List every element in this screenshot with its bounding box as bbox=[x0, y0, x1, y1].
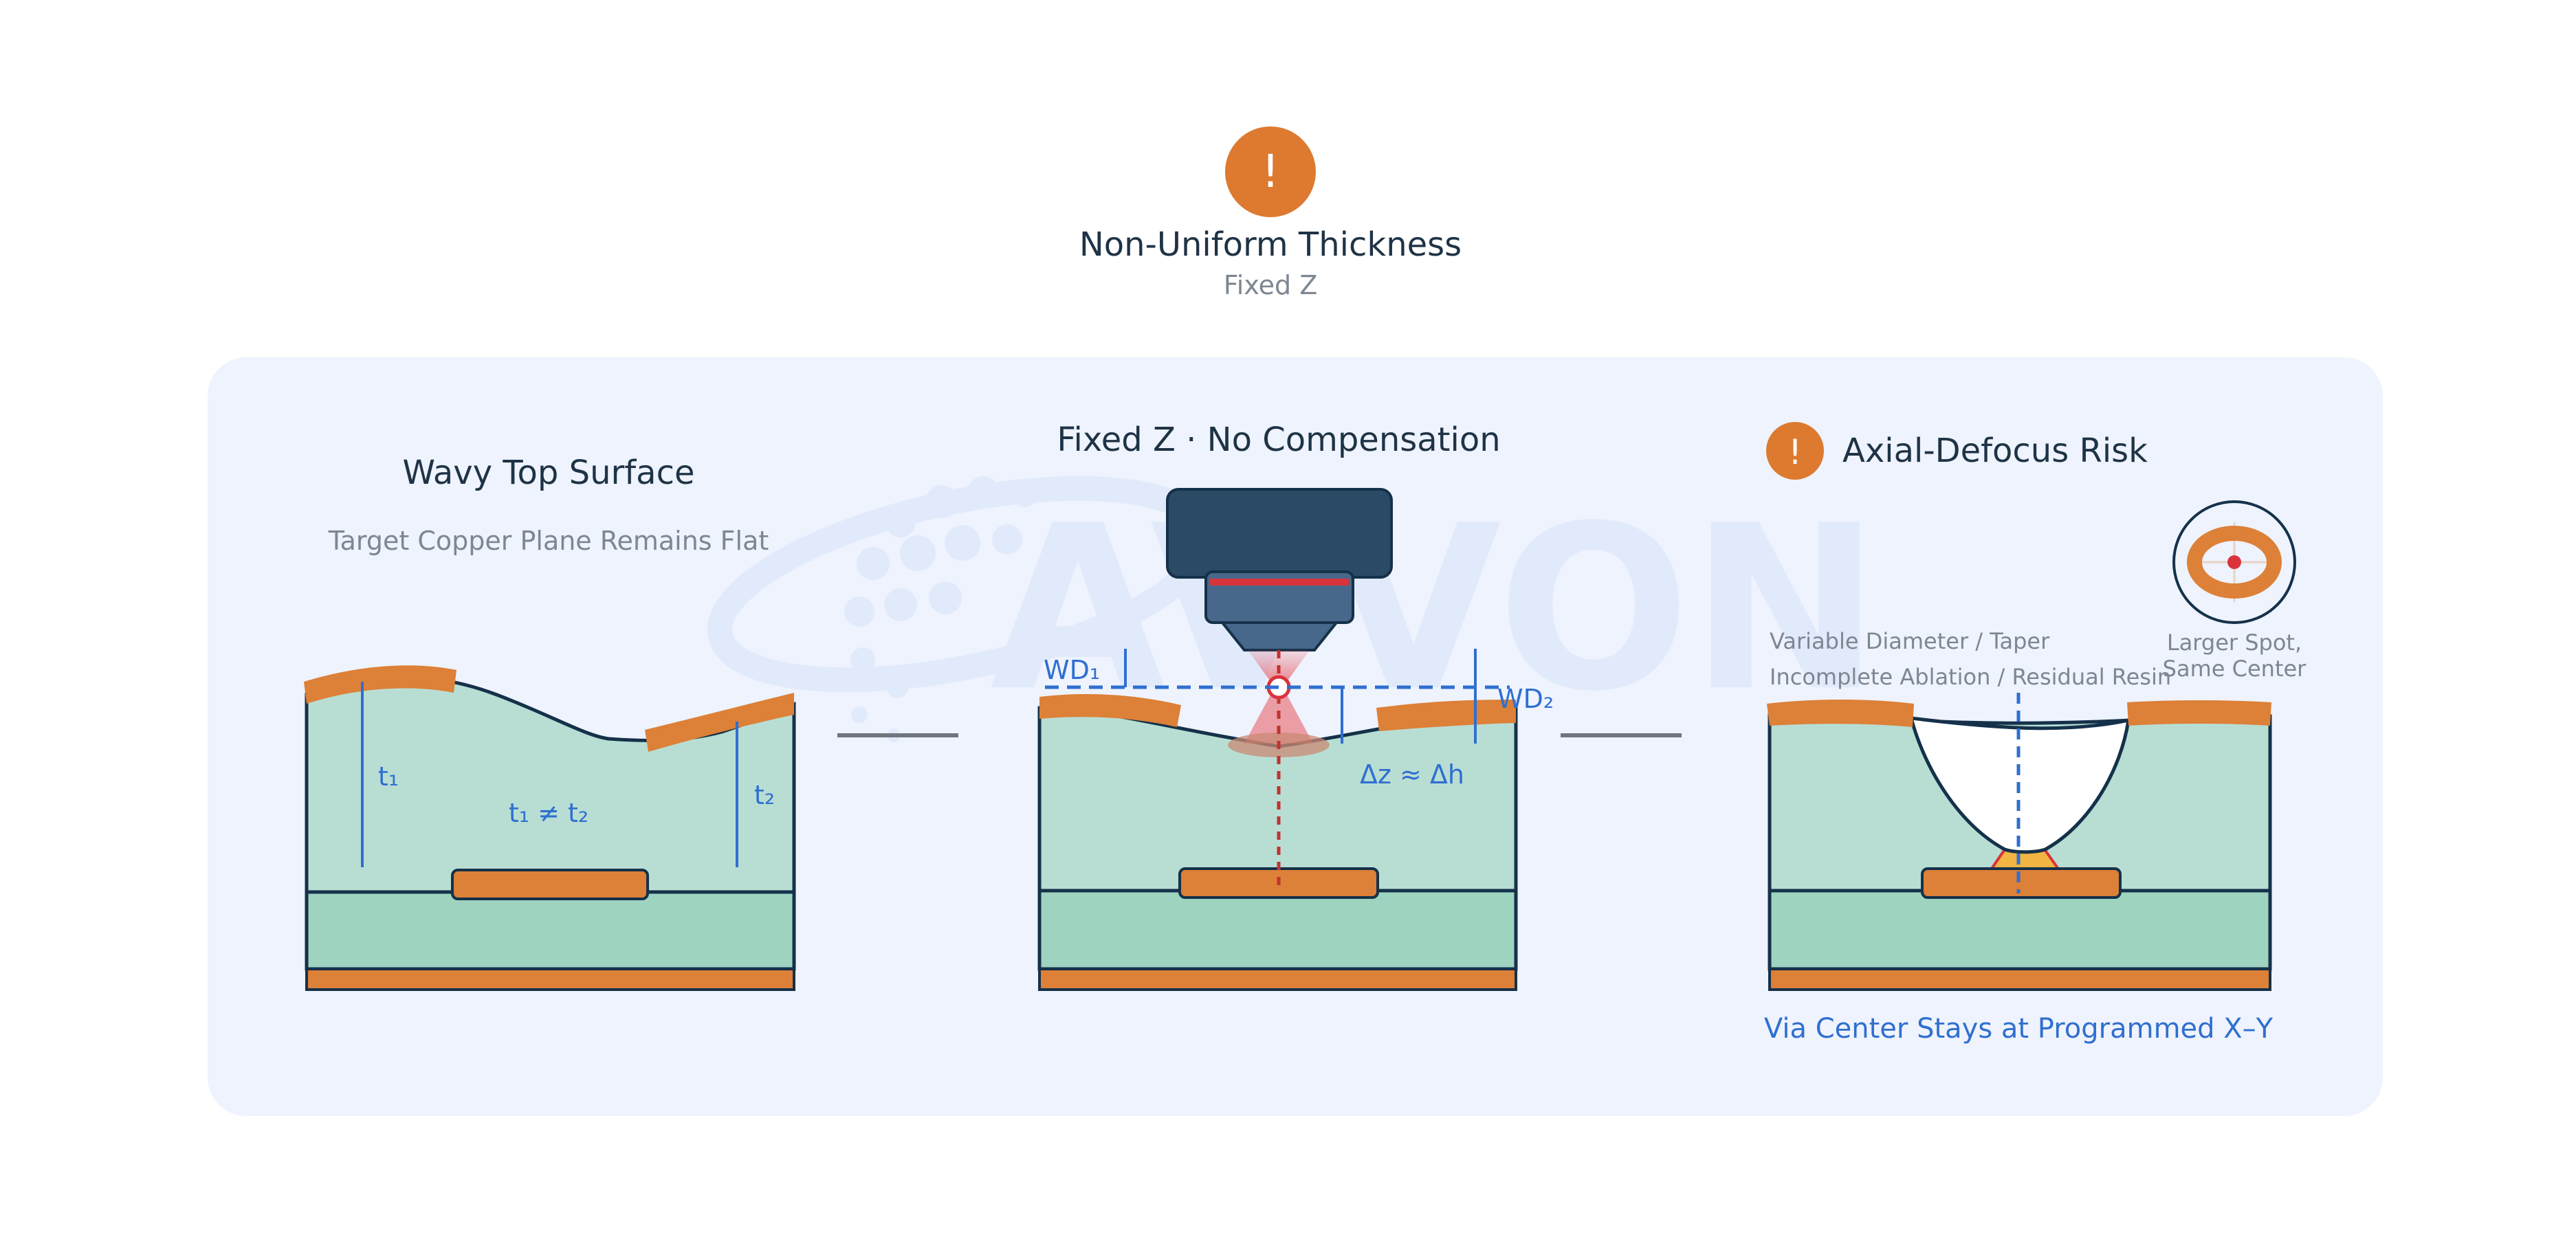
right-target-pad bbox=[1921, 867, 2122, 899]
left-target-pad bbox=[451, 869, 649, 900]
risk-note-line1: Variable Diameter / Taper bbox=[1770, 628, 2050, 654]
left-panel-title: Wavy Top Surface bbox=[403, 454, 695, 492]
header: ! Non-Uniform Thickness Fixed Z bbox=[1079, 126, 1462, 300]
spot-note-line2: Same Center bbox=[2163, 656, 2307, 682]
thickness-not-equal-label: t₁ ≠ t₂ bbox=[509, 798, 588, 828]
left-core-layer bbox=[305, 890, 796, 971]
exclamation-icon bbox=[1225, 126, 1316, 217]
middle-core-layer bbox=[1037, 889, 1518, 971]
left-panel: Wavy Top Surface Target Copper Plane Rem… bbox=[304, 454, 796, 991]
left-top-copper-a bbox=[304, 665, 456, 704]
t2-label: t₂ bbox=[754, 780, 775, 810]
exclamation-glyph: ! bbox=[1262, 145, 1279, 198]
left-panel-subtitle: Target Copper Plane Remains Flat bbox=[328, 526, 769, 556]
middle-top-copper-a bbox=[1039, 694, 1181, 727]
laser-head-icon bbox=[1166, 488, 1393, 651]
right-top-copper-b bbox=[2127, 700, 2271, 726]
right-panel-footer: Via Center Stays at Programmed X–Y bbox=[1764, 1013, 2274, 1045]
laser-nozzle bbox=[1219, 621, 1340, 651]
middle-bottom-copper bbox=[1038, 968, 1517, 991]
right-panel: ! Axial-Defocus Risk Larger Spot, Same C… bbox=[1764, 422, 2307, 1045]
wd1-label: WD₁ bbox=[1044, 655, 1100, 685]
page-subtitle: Fixed Z bbox=[1224, 270, 1318, 300]
page-title: Non-Uniform Thickness bbox=[1079, 225, 1462, 264]
right-bottom-copper bbox=[1768, 968, 2271, 991]
right-top-copper-a bbox=[1767, 700, 1914, 727]
laser-indicator-bar bbox=[1210, 579, 1349, 586]
middle-top-copper-b bbox=[1376, 700, 1516, 731]
right-panel-title: Axial-Defocus Risk bbox=[1842, 432, 2148, 470]
left-bottom-copper bbox=[305, 968, 795, 991]
watermark-logo: AVVON bbox=[707, 476, 1880, 742]
risk-note-line2: Incomplete Ablation / Residual Resin bbox=[1770, 664, 2171, 690]
middle-panel-title: Fixed Z · No Compensation bbox=[1057, 421, 1500, 459]
wd2-label: WD₂ bbox=[1497, 684, 1554, 714]
warning-icon bbox=[1766, 422, 1824, 480]
warning-glyph: ! bbox=[1788, 432, 1802, 472]
watermark-dot-globe bbox=[844, 476, 1037, 742]
right-core-layer bbox=[1768, 889, 2272, 971]
watermark-text: AVVON bbox=[990, 477, 1880, 741]
middle-panel: Fixed Z · No Compensation WD₁ WD₂ Δz ≈ Δ… bbox=[1037, 421, 1554, 991]
delta-z-label: Δz ≈ Δh bbox=[1360, 759, 1464, 790]
spot-note-line1: Larger Spot, bbox=[2167, 629, 2302, 656]
t1-label: t₁ bbox=[378, 761, 399, 792]
left-top-copper-b bbox=[645, 693, 794, 752]
defocused-spot-icon bbox=[2172, 500, 2296, 624]
